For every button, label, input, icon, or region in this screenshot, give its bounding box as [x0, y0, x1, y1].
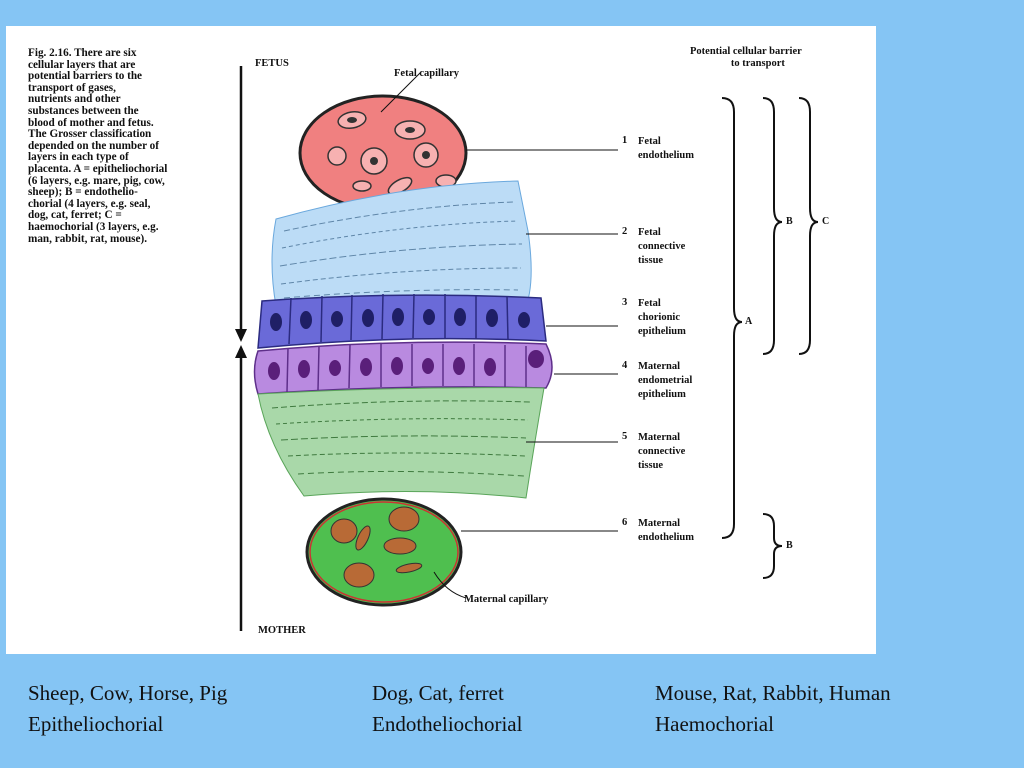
- fetus-arrow-head: [235, 329, 247, 342]
- barrier-heading-line2: to transport: [730, 58, 785, 69]
- endotheliochorial-animals: Dog, Cat, ferret: [372, 681, 504, 705]
- bracket-b: [762, 97, 783, 355]
- bracket-b-lower-label: B: [786, 540, 793, 551]
- layer-6-label: Maternal endothelium: [638, 518, 695, 543]
- layer-5-label: Maternal connective tissue: [638, 432, 686, 471]
- maternal-connective-tissue: [257, 387, 545, 499]
- fetus-label: FETUS: [255, 58, 289, 69]
- barrier-brackets: [721, 97, 819, 579]
- fetal-connective-tissue: [271, 180, 532, 312]
- epitheliochorial-animals: Sheep, Cow, Horse, Pig: [28, 681, 228, 705]
- haemochorial-column: Mouse, Rat, Rabbit, Human Haemochorial: [655, 678, 891, 740]
- bracket-b-label: B: [786, 216, 793, 227]
- layer-3-label: Fetal chorionic epithelium: [638, 298, 686, 337]
- haemochorial-animals: Mouse, Rat, Rabbit, Human: [655, 681, 891, 705]
- fetal-capillary-pointer: [380, 71, 422, 113]
- fetal-capillary: [298, 94, 468, 212]
- barrier-heading-line1: Potential cellular barrier: [690, 46, 802, 57]
- epitheliochorial-column: Sheep, Cow, Horse, Pig Epitheliochorial: [28, 678, 227, 740]
- maternal-capillary-pointer: [433, 571, 467, 599]
- epitheliochorial-type: Epitheliochorial: [28, 712, 164, 736]
- figure-caption: Fig. 2.16. There are six cellular layers…: [28, 47, 168, 245]
- mother-label: MOTHER: [258, 625, 306, 636]
- maternal-capillary: [305, 497, 463, 607]
- layer-2-number: 2: [622, 226, 628, 237]
- placenta-figure: Fig. 2.16. There are six cellular layers…: [6, 26, 876, 654]
- bracket-c-label: C: [822, 216, 830, 227]
- layer-5-number: 5: [622, 431, 628, 442]
- fetal-chorionic-epithelium: [257, 293, 547, 349]
- layer-1-label: Fetal endothelium: [638, 136, 695, 161]
- mother-arrow-head: [235, 345, 247, 358]
- layer-leader-lines: [461, 149, 618, 532]
- fetal-capillary-label: Fetal capillary: [394, 68, 460, 79]
- layer-1-number: 1: [622, 135, 628, 146]
- barrier-heading: Potential cellular barrier to transport: [690, 46, 802, 70]
- bracket-b-lower: [762, 513, 783, 579]
- haemochorial-type: Haemochorial: [655, 712, 774, 736]
- layer-6-number: 6: [622, 517, 628, 528]
- endotheliochorial-type: Endotheliochorial: [372, 712, 523, 736]
- placenta-diagram: [235, 66, 819, 631]
- endotheliochorial-column: Dog, Cat, ferret Endotheliochorial: [372, 678, 522, 740]
- layer-4-number: 4: [622, 360, 628, 371]
- maternal-capillary-label: Maternal capillary: [464, 594, 549, 605]
- layer-2-label: Fetal connective tissue: [638, 227, 686, 266]
- bracket-a: [721, 97, 743, 539]
- bracket-c: [798, 97, 819, 355]
- maternal-endometrial-epithelium: [253, 341, 553, 395]
- layer-3-number: 3: [622, 297, 628, 308]
- bracket-a-label: A: [745, 316, 753, 327]
- layer-4-label: Maternal endometrial epithelium: [638, 361, 693, 400]
